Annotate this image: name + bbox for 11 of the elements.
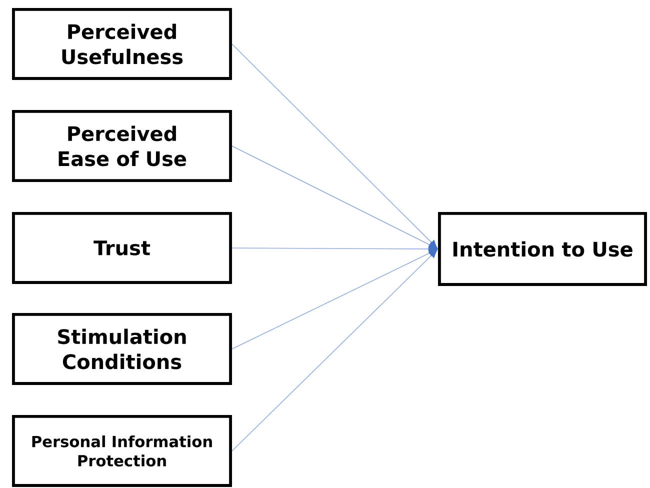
arrow bbox=[232, 245, 437, 253]
box: Intention to Use bbox=[438, 212, 647, 286]
box: Stimulation Conditions bbox=[12, 313, 232, 385]
arrow bbox=[232, 146, 438, 249]
box: Personal Information Protection bbox=[12, 414, 232, 487]
arrow bbox=[232, 249, 438, 350]
box: Perceived Ease of Use bbox=[12, 110, 232, 182]
box: Perceived Usefulness bbox=[12, 8, 232, 80]
arrow bbox=[232, 44, 438, 248]
arrow bbox=[232, 250, 438, 452]
box: Trust bbox=[12, 212, 232, 284]
